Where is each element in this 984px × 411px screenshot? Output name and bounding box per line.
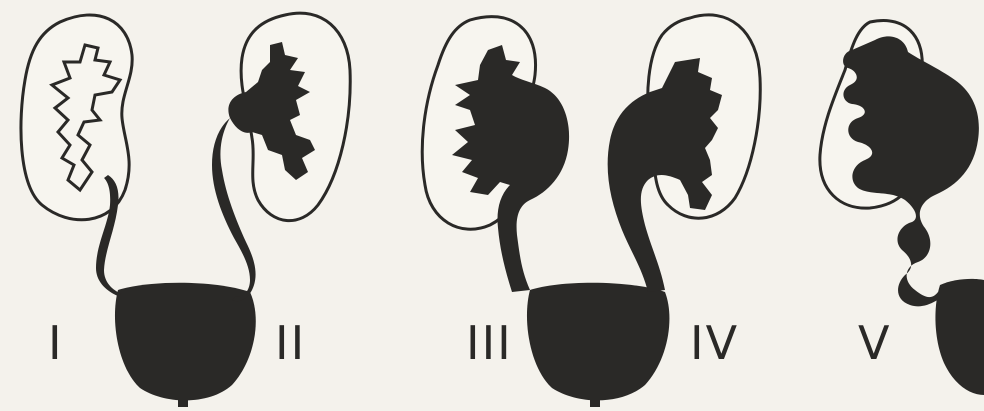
bladder-2 [527,283,669,407]
bladder-3 [935,279,984,395]
kidney-stage-3 [422,17,569,292]
stage-label-4: IV [690,320,739,366]
kidney-stage-5 [820,21,979,307]
kidney-stage-1 [21,15,132,296]
kidney-stage-4 [608,15,761,292]
stage-label-5: V [858,320,891,366]
stage-label-2: II [275,320,306,366]
kidney-stage-2 [212,13,350,301]
stage-label-1: I [48,320,64,366]
stage-label-3: III [466,320,513,366]
bladder-1 [115,283,256,407]
